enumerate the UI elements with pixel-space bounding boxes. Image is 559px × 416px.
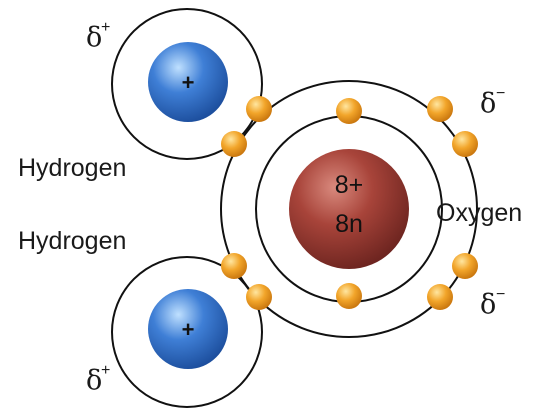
electron: [336, 98, 362, 124]
delta-minus-sign: −: [496, 85, 505, 102]
oxygen-neutrons-label: 8n: [335, 210, 363, 238]
electron: [221, 253, 247, 279]
delta-plus-sign: +: [101, 19, 110, 36]
delta-symbol: δ: [86, 22, 102, 53]
electron: [246, 96, 272, 122]
hydrogen-top-label: Hydrogen: [18, 154, 126, 182]
delta-symbol: δ: [480, 88, 496, 119]
electron: [427, 284, 453, 310]
hydrogen-bottom-shell: [111, 256, 263, 408]
hydrogen-bottom-nucleus: [148, 289, 228, 369]
electron: [452, 131, 478, 157]
partial-charge-oxygen-bottom: δ −: [480, 286, 505, 320]
electron: [246, 284, 272, 310]
electron: [336, 283, 362, 309]
electron: [452, 253, 478, 279]
delta-plus-sign: +: [101, 362, 110, 379]
oxygen-nucleus: [289, 149, 409, 269]
electrons: [221, 96, 478, 310]
electron: [427, 96, 453, 122]
delta-minus-sign: −: [496, 286, 505, 303]
oxygen-label: Oxygen: [436, 199, 522, 227]
partial-charge-top-hydrogen: δ +: [86, 19, 110, 53]
oxygen-outer-shell: [220, 80, 478, 338]
hydrogen-bottom-plus: +: [182, 317, 195, 342]
hydrogen-top-plus: +: [182, 70, 195, 95]
partial-charge-bottom-hydrogen: δ +: [86, 362, 110, 396]
partial-charge-oxygen-top: δ −: [480, 85, 505, 119]
oxygen-protons-label: 8+: [335, 171, 364, 199]
hydrogen-bottom-label: Hydrogen: [18, 227, 126, 255]
hydrogen-top-shell: [111, 8, 263, 160]
electron: [221, 131, 247, 157]
delta-symbol: δ: [480, 289, 496, 320]
hydrogen-top-nucleus: [148, 42, 228, 122]
delta-symbol: δ: [86, 365, 102, 396]
